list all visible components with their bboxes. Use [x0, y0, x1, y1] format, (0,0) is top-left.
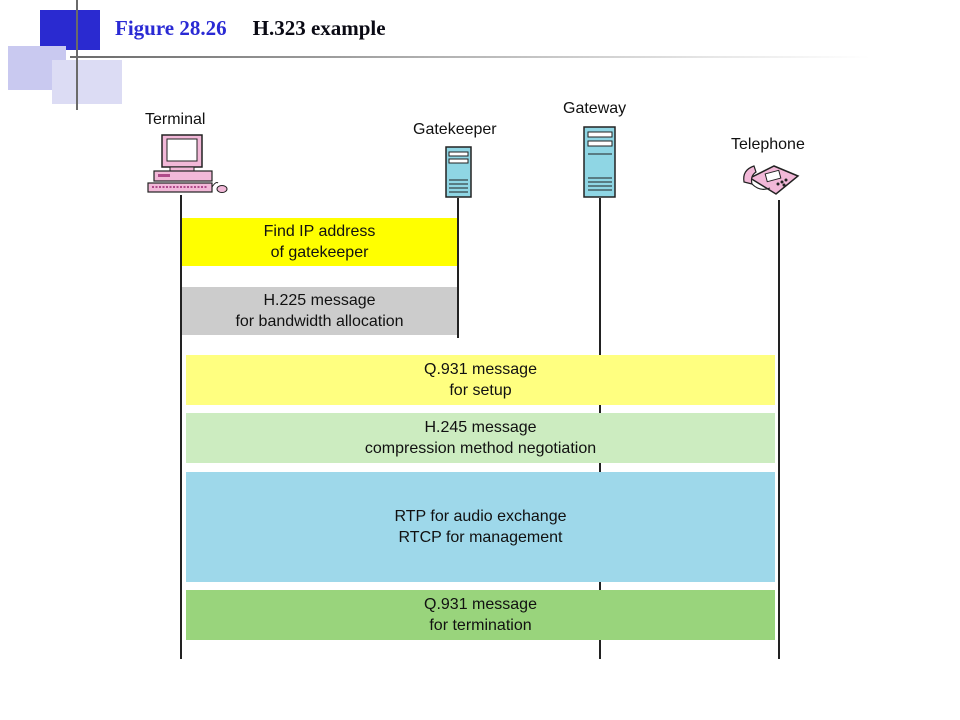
computer-terminal-icon [147, 134, 228, 193]
message-q931-termination: Q.931 message for termination [186, 590, 775, 640]
message-rtp-rtcp: RTP for audio exchange RTCP for manageme… [186, 472, 775, 582]
gatekeeper-label: Gatekeeper [413, 121, 497, 138]
decor-square-blue [40, 10, 100, 50]
slide-decoration [0, 0, 130, 110]
message-line: H.225 message [263, 292, 376, 309]
message-line: for setup [449, 382, 512, 399]
message-line: Q.931 message [424, 361, 537, 378]
figure-title: Figure 28.26 H.323 example [115, 16, 386, 41]
telephone-icon [743, 165, 800, 195]
gateway-label: Gateway [563, 100, 627, 117]
message-line: compression method negotiation [364, 440, 597, 457]
message-line: for bandwidth allocation [235, 313, 404, 330]
terminal-lifeline [180, 195, 182, 659]
message-line: of gatekeeper [270, 244, 369, 261]
title-underline [70, 56, 870, 58]
message-line: for termination [429, 617, 532, 634]
message-h245-negotiation: H.245 message compression method negotia… [186, 413, 775, 463]
gateway-server-icon [583, 126, 616, 198]
message-line: H.245 message [424, 419, 537, 436]
figure-number: Figure 28.26 [115, 16, 227, 40]
message-q931-setup: Q.931 message for setup [186, 355, 775, 405]
message-line: RTCP for management [398, 529, 563, 546]
gatekeeper-lifeline [457, 198, 459, 338]
figure-caption: H.323 example [252, 16, 386, 40]
terminal-label: Terminal [145, 111, 206, 128]
message-line: Find IP address [263, 223, 376, 240]
message-line: Q.931 message [424, 596, 537, 613]
message-find-gatekeeper: Find IP address of gatekeeper [182, 218, 457, 266]
telephone-lifeline [778, 200, 780, 659]
telephone-label: Telephone [731, 136, 805, 153]
message-h225-bandwidth: H.225 message for bandwidth allocation [182, 287, 457, 335]
message-line: RTP for audio exchange [394, 508, 567, 525]
decor-square-lavender-2 [52, 60, 122, 104]
gatekeeper-server-icon [445, 146, 472, 198]
decor-vertical-line [76, 0, 78, 110]
